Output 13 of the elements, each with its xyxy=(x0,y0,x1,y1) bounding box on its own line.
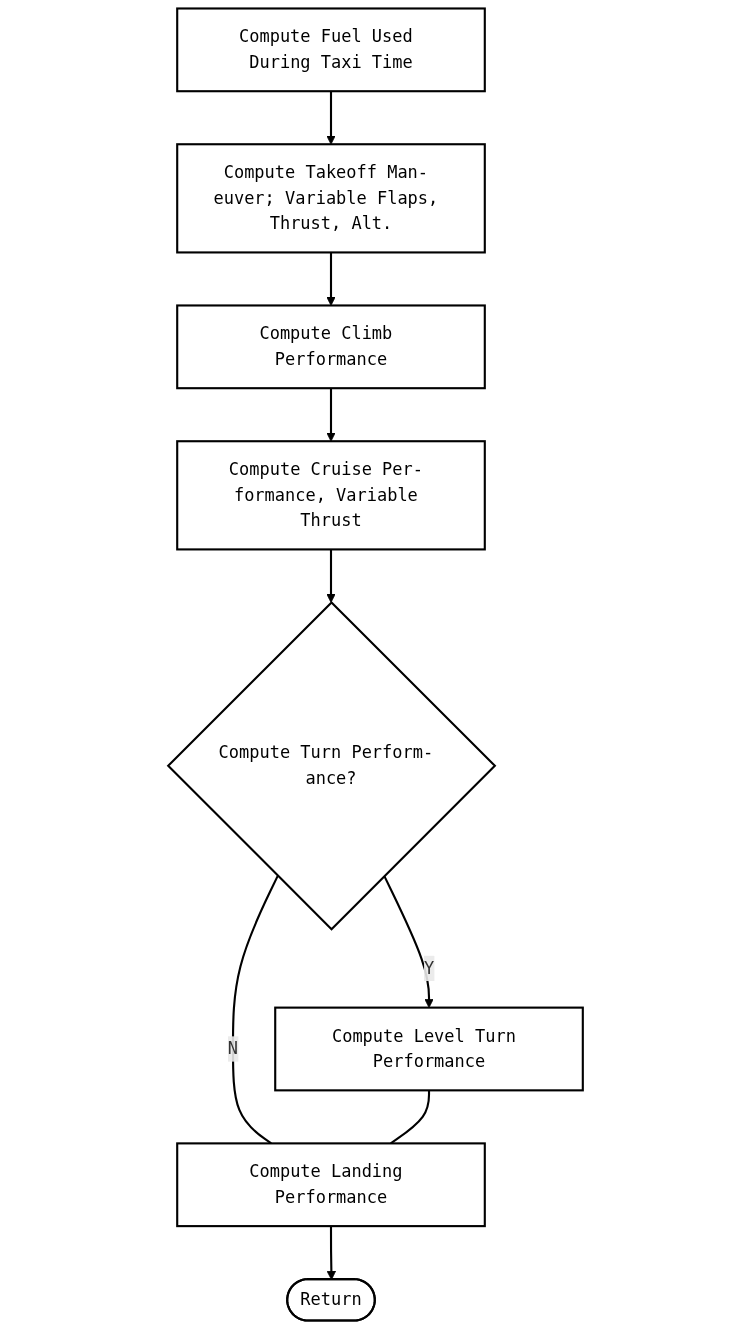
arrow xyxy=(326,91,336,145)
edge-label: N xyxy=(227,1038,239,1059)
arrow xyxy=(326,388,336,442)
arrow xyxy=(326,549,336,603)
node-box: Compute Level Turn Performance xyxy=(274,1006,584,1092)
node-box: Compute Fuel Used During Taxi Time xyxy=(176,7,486,93)
node-box: Compute Cruise Per- formance, Variable Thrust xyxy=(176,440,486,551)
node-box: Compute Landing Performance xyxy=(176,1142,486,1228)
node-box: Compute Climb Performance xyxy=(176,304,486,390)
arrow xyxy=(326,252,336,306)
node-box: Compute Takeoff Man- euver; Variable Flaps, Thrust, Alt. xyxy=(176,143,486,254)
node-diamond: Compute Turn Perform- ance? xyxy=(166,600,497,931)
edge-label: Y xyxy=(423,957,435,978)
